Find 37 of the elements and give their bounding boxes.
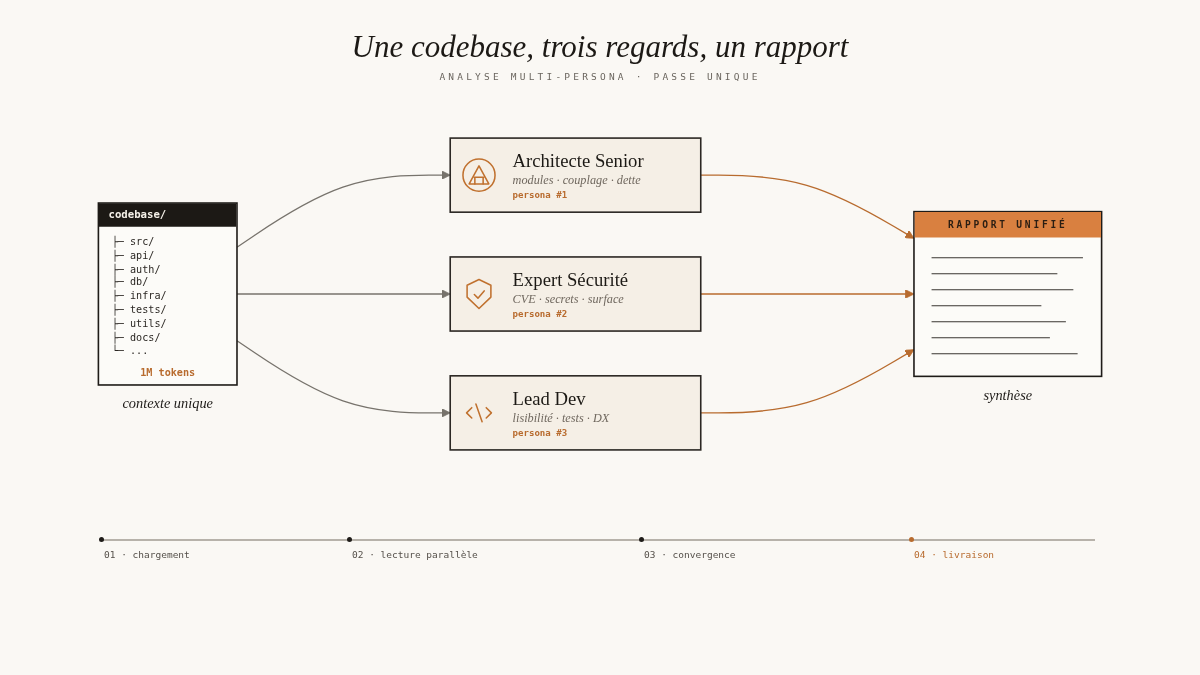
tree-line: ├─ src/ (111, 235, 155, 248)
persona-title: Lead Dev (512, 386, 586, 410)
step-label: 01 · chargement (104, 549, 190, 561)
persona-focus: CVE · secrets · surface (512, 290, 624, 307)
persona-tag: persona #2 (512, 306, 568, 321)
arrow (236, 170, 451, 248)
tree-line: ├─ db/ (111, 276, 149, 290)
persona-tag: persona #3 (512, 425, 568, 440)
persona-title: Expert Sécurité (512, 267, 629, 291)
folder-header: codebase/ (98, 203, 237, 227)
tree-line: ├─ infra/ (111, 289, 167, 304)
step-label: 03 · convergence (644, 549, 736, 561)
tree-line: ├─ auth/ (111, 262, 161, 276)
diagram-title: Une codebase, trois regards, un rapport (351, 28, 849, 66)
step-label: 04 · livraison (914, 549, 995, 561)
tree-line: ├─ tests/ (111, 303, 167, 318)
token-count: 1M tokens (140, 365, 196, 380)
report-card (913, 210, 1103, 378)
persona-tag: persona #1 (512, 187, 568, 202)
arrow (236, 289, 451, 299)
tree-line: ├─ api/ (111, 248, 155, 262)
persona-card (449, 256, 702, 332)
file-tree-panel (97, 202, 238, 386)
persona-title: Architecte Senior (512, 148, 644, 172)
tree-line: ├─ utils/ (111, 317, 167, 330)
subtitle: ANALYSE MULTI-PERSONA · PASSE UNIQUE (439, 71, 761, 83)
persona-card (449, 375, 702, 451)
tree-line: └─ ... (111, 344, 149, 359)
persona-card (449, 137, 702, 213)
persona-focus: modules · couplage · dette (512, 172, 641, 188)
step-label: 02 · lecture parallèle (352, 549, 478, 561)
node-caption: contexte unique (122, 395, 213, 412)
report-header: RAPPORT UNIFIÉ (914, 211, 1102, 238)
arrow (236, 340, 451, 418)
persona-focus: lisibilité · tests · DX (512, 409, 610, 426)
tree-line: ├─ docs/ (111, 330, 161, 344)
node-caption: synthèse (983, 386, 1033, 403)
